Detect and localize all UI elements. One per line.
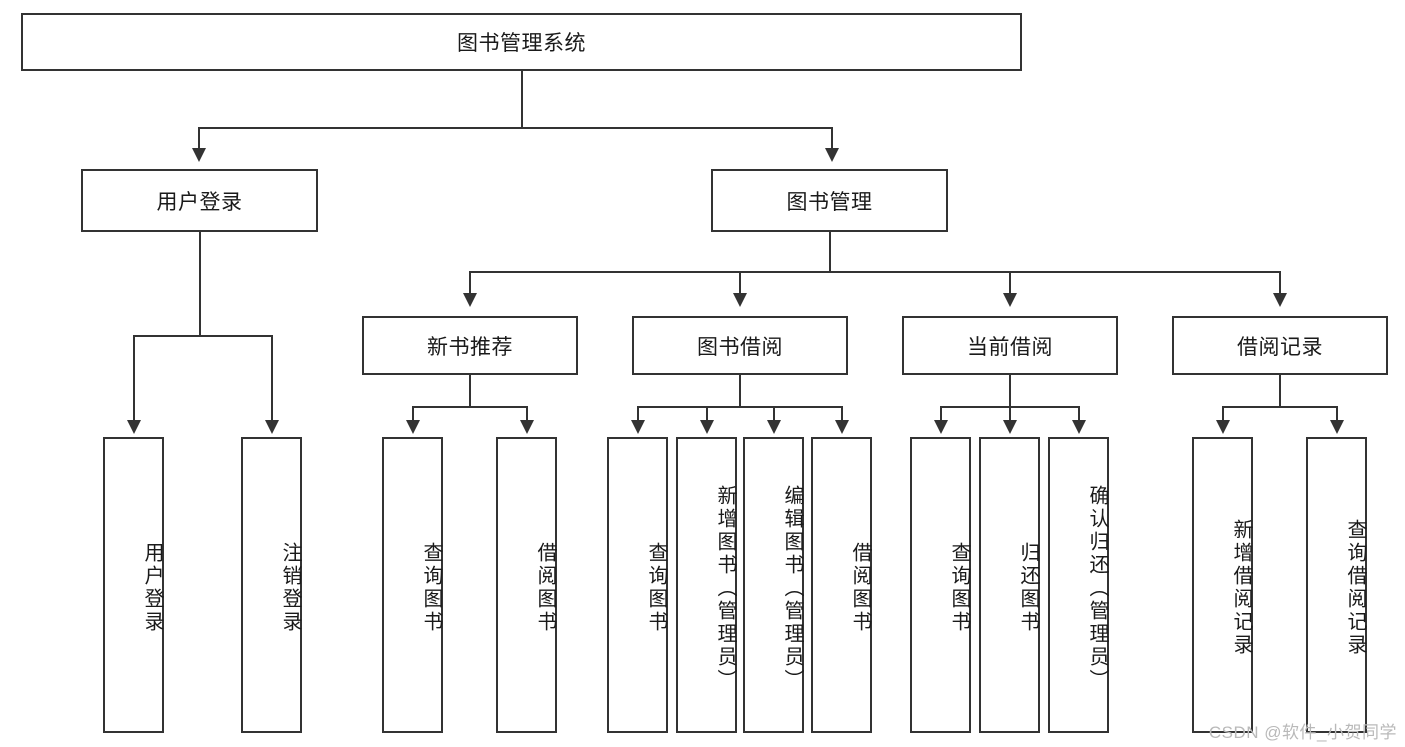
node-label: 新增图书（管理员） — [714, 484, 736, 692]
leaf-book-borrow-query[interactable]: 查询图书 — [607, 437, 668, 733]
connector-borrow-record-l2 — [1336, 406, 1338, 421]
connector-book-borrow-l1 — [637, 406, 639, 421]
arrowhead-to-book-borrow — [733, 293, 747, 307]
node-label: 查询图书 — [420, 542, 442, 634]
node-book-borrow[interactable]: 图书借阅 — [632, 316, 848, 375]
connector-book-management-stem — [829, 232, 831, 272]
node-book-management[interactable]: 图书管理 — [711, 169, 948, 232]
connector-to-book-borrow — [739, 271, 741, 294]
node-label: 查询图书 — [645, 542, 667, 634]
arrowhead-book-borrow-leaf-3 — [767, 420, 781, 434]
connector-new-book-bar — [412, 406, 528, 408]
node-label: 图书借阅 — [697, 335, 783, 359]
connector-borrow-record-bar — [1222, 406, 1338, 408]
connector-current-borrow-l1 — [940, 406, 942, 421]
arrowhead-book-borrow-leaf-1 — [631, 420, 645, 434]
connector-current-borrow-stem — [1009, 375, 1011, 407]
node-label: 注销登录 — [279, 542, 301, 634]
node-label: 图书管理系统 — [457, 32, 586, 55]
node-borrow-record[interactable]: 借阅记录 — [1172, 316, 1388, 375]
connector-root-stem — [521, 71, 523, 128]
arrowhead-to-borrow-record — [1273, 293, 1287, 307]
leaf-borrow-record-query[interactable]: 查询借阅记录 — [1306, 437, 1367, 733]
connector-to-new-book — [469, 271, 471, 294]
arrowhead-book-borrow-leaf-2 — [700, 420, 714, 434]
connector-current-borrow-l3 — [1078, 406, 1080, 421]
node-label: 借阅记录 — [1237, 335, 1323, 359]
arrowhead-user-login-leaf-2 — [265, 420, 279, 434]
node-label: 新增借阅记录 — [1230, 519, 1252, 657]
arrowhead-to-new-book — [463, 293, 477, 307]
node-label: 归还图书 — [1017, 542, 1039, 634]
connector-to-borrow-record — [1279, 271, 1281, 294]
leaf-current-borrow-return[interactable]: 归还图书 — [979, 437, 1040, 733]
node-label: 新书推荐 — [427, 335, 513, 359]
node-label: 编辑图书（管理员） — [781, 484, 803, 692]
node-label: 用户登录 — [156, 190, 243, 214]
leaf-current-borrow-query[interactable]: 查询图书 — [910, 437, 971, 733]
arrowhead-new-book-leaf-2 — [520, 420, 534, 434]
arrowhead-current-borrow-leaf-2 — [1003, 420, 1017, 434]
leaf-book-borrow-edit[interactable]: 编辑图书（管理员） — [743, 437, 804, 733]
connector-book-borrow-l4 — [841, 406, 843, 421]
leaf-book-borrow-borrow[interactable]: 借阅图书 — [811, 437, 872, 733]
connector-borrow-record-l1 — [1222, 406, 1224, 421]
connector-to-user-login — [198, 127, 200, 149]
connector-user-login-stem — [199, 232, 201, 336]
arrowhead-current-borrow-leaf-3 — [1072, 420, 1086, 434]
connector-book-borrow-l3 — [773, 406, 775, 421]
arrowhead-to-user-login — [192, 148, 206, 162]
node-label: 图书管理 — [786, 190, 873, 214]
connector-new-book-l2 — [526, 406, 528, 421]
leaf-borrow-record-add[interactable]: 新增借阅记录 — [1192, 437, 1253, 733]
arrowhead-book-borrow-leaf-4 — [835, 420, 849, 434]
node-label: 当前借阅 — [967, 335, 1053, 359]
connector-level3-bar — [469, 271, 1281, 273]
node-label: 用户登录 — [141, 542, 163, 634]
connector-user-login-bar — [133, 335, 273, 337]
node-label: 借阅图书 — [534, 542, 556, 634]
node-label: 查询图书 — [948, 542, 970, 634]
leaf-user-login-logout[interactable]: 注销登录 — [241, 437, 302, 733]
connector-to-current-borrow — [1009, 271, 1011, 294]
connector-level2-bar — [198, 127, 833, 129]
connector-user-login-right — [271, 335, 273, 421]
leaf-new-book-borrow[interactable]: 借阅图书 — [496, 437, 557, 733]
connector-user-login-left — [133, 335, 135, 421]
leaf-user-login-login[interactable]: 用户登录 — [103, 437, 164, 733]
arrowhead-new-book-leaf-1 — [406, 420, 420, 434]
connector-book-borrow-l2 — [706, 406, 708, 421]
arrowhead-borrow-record-leaf-2 — [1330, 420, 1344, 434]
node-label: 查询借阅记录 — [1344, 519, 1366, 657]
node-label: 确认归还（管理员） — [1086, 484, 1108, 692]
arrowhead-borrow-record-leaf-1 — [1216, 420, 1230, 434]
leaf-current-borrow-confirm[interactable]: 确认归还（管理员） — [1048, 437, 1109, 733]
node-user-login[interactable]: 用户登录 — [81, 169, 318, 232]
node-label: 借阅图书 — [849, 542, 871, 634]
connector-book-borrow-stem — [739, 375, 741, 407]
connector-borrow-record-stem — [1279, 375, 1281, 407]
arrowhead-to-book-management — [825, 148, 839, 162]
leaf-new-book-query[interactable]: 查询图书 — [382, 437, 443, 733]
arrowhead-to-current-borrow — [1003, 293, 1017, 307]
arrowhead-user-login-leaf-1 — [127, 420, 141, 434]
node-new-book-recommend[interactable]: 新书推荐 — [362, 316, 578, 375]
leaf-book-borrow-add[interactable]: 新增图书（管理员） — [676, 437, 737, 733]
connector-current-borrow-l2 — [1009, 406, 1011, 421]
node-root-book-management-system[interactable]: 图书管理系统 — [21, 13, 1022, 71]
connector-new-book-stem — [469, 375, 471, 407]
connector-book-borrow-bar — [637, 406, 843, 408]
connector-new-book-l1 — [412, 406, 414, 421]
connector-to-book-management — [831, 127, 833, 149]
node-current-borrow[interactable]: 当前借阅 — [902, 316, 1118, 375]
arrowhead-current-borrow-leaf-1 — [934, 420, 948, 434]
